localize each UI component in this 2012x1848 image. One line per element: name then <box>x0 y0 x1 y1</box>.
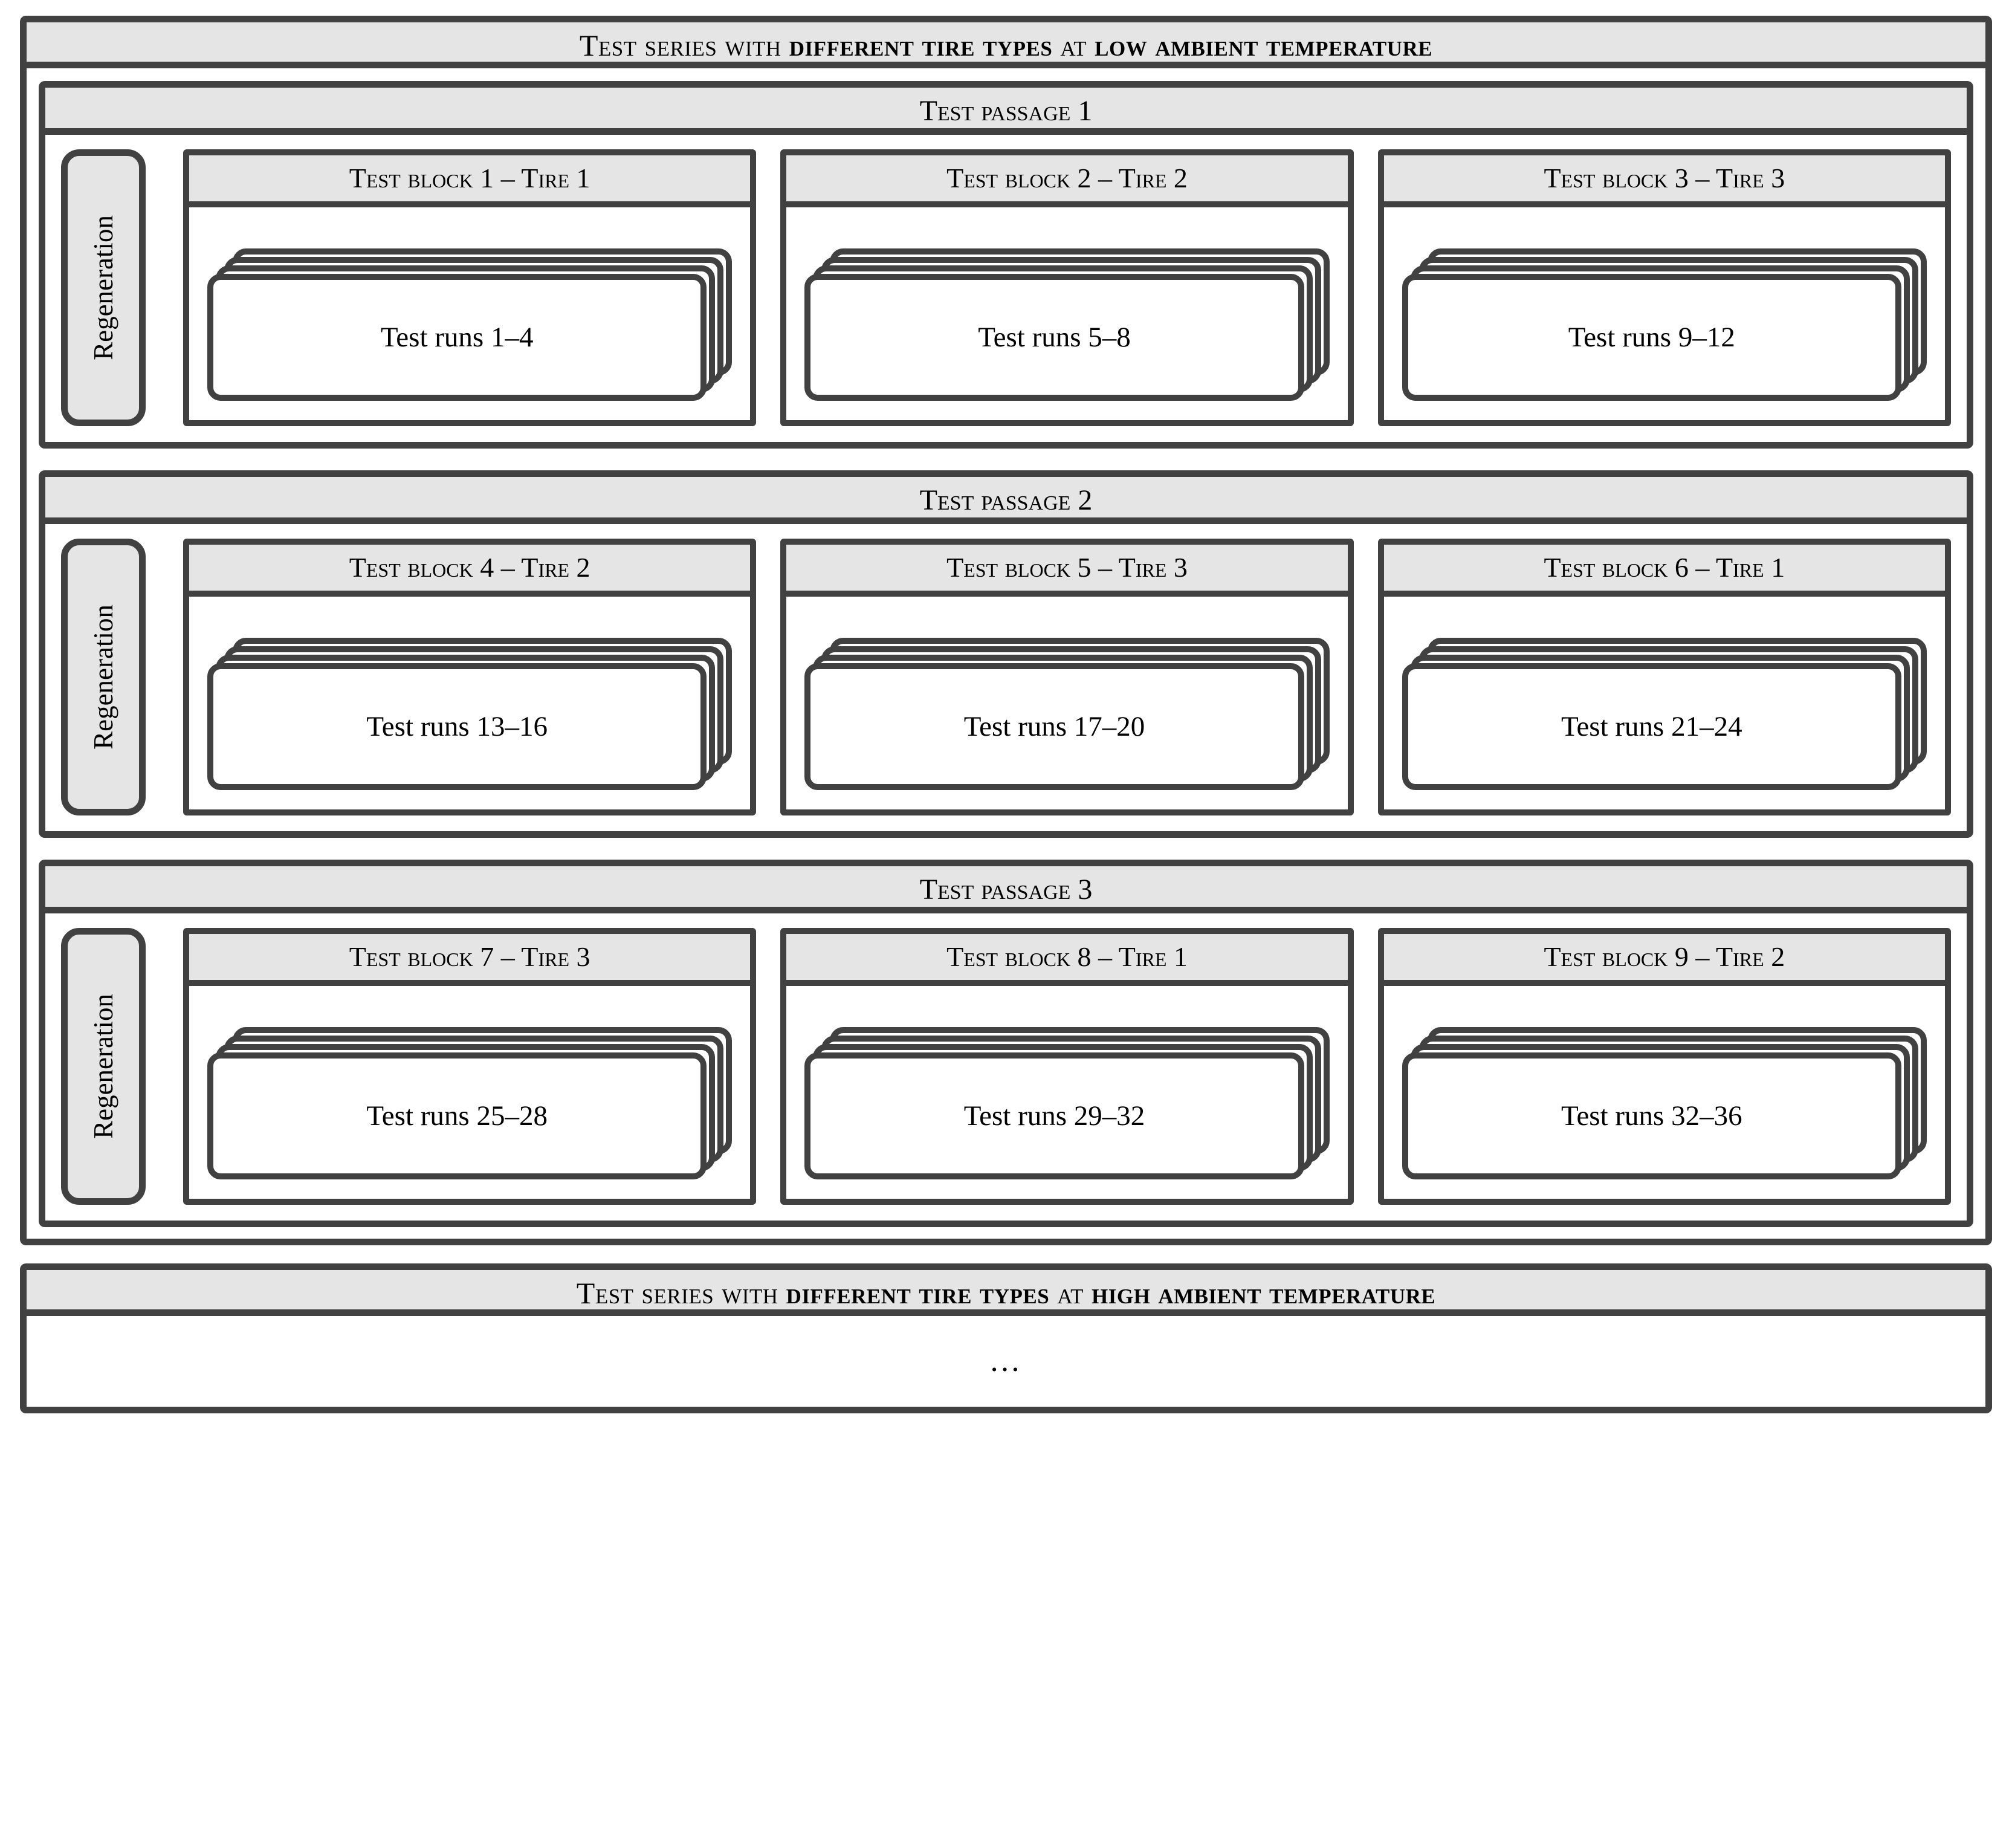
test-run-card-stack: Test runs 5–8 <box>804 248 1330 401</box>
test-passage-3-title: Test passage 3 <box>45 866 1967 913</box>
test-run-card-stack: Test runs 29–32 <box>804 1027 1330 1179</box>
test-block-6: Test block 6 – Tire 1 Test runs 21–24 <box>1377 539 1951 815</box>
test-passage-1: Test passage 1 Regeneration Test block 1… <box>39 81 1973 449</box>
test-block-7: Test block 7 – Tire 3 Test runs 25–28 <box>183 928 757 1205</box>
test-run-card-front: Test runs 32–36 <box>1402 1052 1901 1179</box>
test-block-4-header: Test block 4 – Tire 2 <box>189 545 751 597</box>
test-run-label: Test runs 13–16 <box>366 711 548 742</box>
test-run-card-front: Test runs 17–20 <box>804 663 1304 790</box>
test-run-card-stack: Test runs 9–12 <box>1402 248 1927 401</box>
test-block-2-header: Test block 2 – Tire 2 <box>786 155 1348 207</box>
test-run-card-front: Test runs 9–12 <box>1402 274 1901 401</box>
test-block-4-body: Test runs 13–16 <box>189 597 750 809</box>
test-run-card-front: Test runs 21–24 <box>1402 663 1901 790</box>
test-block-row-1: Test block 1 – Tire 1 Test runs 1–4 <box>183 149 1951 426</box>
test-run-card-stack: Test runs 32–36 <box>1402 1027 1927 1179</box>
series-high-body: … <box>27 1316 1985 1407</box>
test-run-label: Test runs 32–36 <box>1561 1100 1742 1132</box>
regeneration-label: Regeneration <box>88 605 118 750</box>
regeneration-pill-3: Regeneration <box>61 928 146 1205</box>
test-run-card-stack: Test runs 13–16 <box>207 638 733 790</box>
test-block-2: Test block 2 – Tire 2 Test runs 5–8 <box>780 149 1354 426</box>
test-passage-2-title: Test passage 2 <box>45 477 1967 524</box>
test-block-9: Test block 9 – Tire 2 Test runs 32–36 <box>1377 928 1951 1205</box>
test-run-label: Test runs 21–24 <box>1561 711 1742 742</box>
test-block-2-body: Test runs 5–8 <box>786 207 1347 420</box>
test-block-row-2: Test block 4 – Tire 2 Test runs 13–16 <box>183 539 1951 815</box>
test-run-card-stack: Test runs 25–28 <box>207 1027 733 1179</box>
test-series-high-temperature: Test series with different tire types at… <box>20 1263 1992 1413</box>
test-run-card-front: Test runs 25–28 <box>207 1052 707 1179</box>
test-block-7-body: Test runs 25–28 <box>189 986 750 1199</box>
test-block-row-3: Test block 7 – Tire 3 Test runs 25–28 <box>183 928 1951 1205</box>
test-block-5: Test block 5 – Tire 3 Test runs 17–20 <box>780 539 1354 815</box>
test-block-5-header: Test block 5 – Tire 3 <box>786 545 1348 597</box>
test-run-card-front: Test runs 1–4 <box>207 274 707 401</box>
test-block-1-body: Test runs 1–4 <box>189 207 750 420</box>
test-run-label: Test runs 5–8 <box>978 322 1131 353</box>
test-block-8-body: Test runs 29–32 <box>786 986 1347 1199</box>
test-passage-1-body: Regeneration Test block 1 – Tire 1 <box>45 135 1967 442</box>
series-high-title-text: Test series with different tire types at… <box>576 1276 1436 1310</box>
test-passage-2: Test passage 2 Regeneration Test block 4… <box>39 470 1973 838</box>
test-block-6-header: Test block 6 – Tire 1 <box>1383 545 1945 597</box>
test-run-label: Test runs 9–12 <box>1568 322 1735 353</box>
test-passage-3-body: Regeneration Test block 7 – Tire 3 <box>45 913 1967 1221</box>
test-run-label: Test runs 25–28 <box>366 1100 548 1132</box>
test-run-card-stack: Test runs 21–24 <box>1402 638 1927 790</box>
test-block-9-header: Test block 9 – Tire 2 <box>1383 934 1945 986</box>
test-block-8: Test block 8 – Tire 1 Test runs 29–32 <box>780 928 1354 1205</box>
test-run-label: Test runs 1–4 <box>380 322 534 353</box>
series-low-title-text: Test series with different tire types at… <box>579 28 1433 62</box>
test-block-1-header: Test block 1 – Tire 1 <box>189 155 751 207</box>
test-run-card-stack: Test runs 17–20 <box>804 638 1330 790</box>
test-block-3: Test block 3 – Tire 3 Test runs 9–12 <box>1377 149 1951 426</box>
series-high-title: Test series with different tire types at… <box>27 1270 1985 1316</box>
test-passage-3: Test passage 3 Regeneration Test block 7… <box>39 860 1973 1227</box>
test-block-1: Test block 1 – Tire 1 Test runs 1–4 <box>183 149 757 426</box>
test-run-card-stack: Test runs 1–4 <box>207 248 733 401</box>
test-block-6-body: Test runs 21–24 <box>1384 597 1945 809</box>
test-passage-1-title: Test passage 1 <box>45 88 1967 135</box>
test-block-9-body: Test runs 32–36 <box>1384 986 1945 1199</box>
regeneration-pill-2: Regeneration <box>61 539 146 815</box>
test-series-low-temperature: Test series with different tire types at… <box>20 16 1992 1245</box>
test-run-card-front: Test runs 5–8 <box>804 274 1304 401</box>
ellipsis-placeholder: … <box>989 1344 1023 1378</box>
test-run-card-front: Test runs 13–16 <box>207 663 707 790</box>
test-block-3-header: Test block 3 – Tire 3 <box>1383 155 1945 207</box>
test-block-8-header: Test block 8 – Tire 1 <box>786 934 1348 986</box>
test-block-7-header: Test block 7 – Tire 3 <box>189 934 751 986</box>
test-passage-2-body: Regeneration Test block 4 – Tire 2 <box>45 524 1967 831</box>
test-run-label: Test runs 17–20 <box>963 711 1145 742</box>
test-block-4: Test block 4 – Tire 2 Test runs 13–16 <box>183 539 757 815</box>
series-low-title: Test series with different tire types at… <box>27 22 1985 68</box>
test-run-card-front: Test runs 29–32 <box>804 1052 1304 1179</box>
test-run-label: Test runs 29–32 <box>963 1100 1145 1132</box>
test-block-5-body: Test runs 17–20 <box>786 597 1347 809</box>
test-block-3-body: Test runs 9–12 <box>1384 207 1945 420</box>
regeneration-pill-1: Regeneration <box>61 149 146 426</box>
regeneration-label: Regeneration <box>88 215 118 360</box>
series-low-body: Test passage 1 Regeneration Test block 1… <box>27 68 1985 1239</box>
regeneration-label: Regeneration <box>88 994 118 1139</box>
